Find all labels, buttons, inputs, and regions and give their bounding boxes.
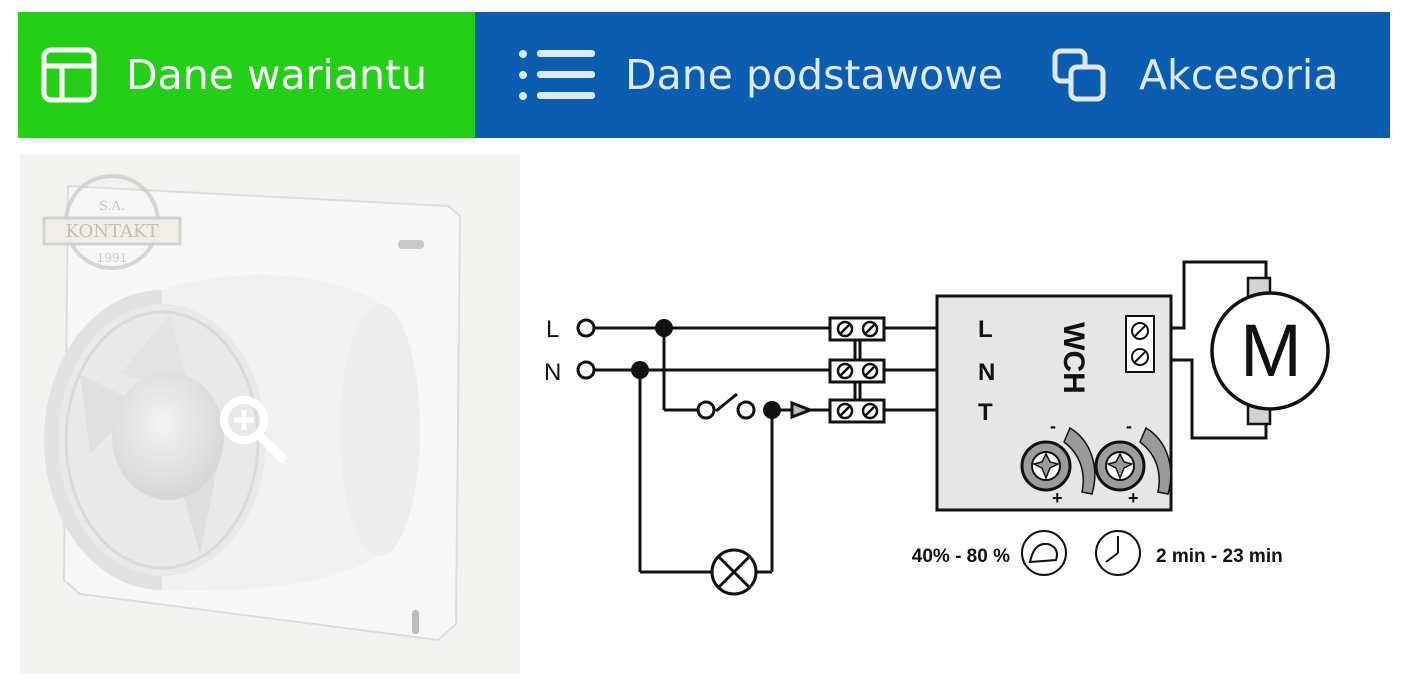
tab-dane-podstawowe[interactable]: Dane podstawowe [475, 12, 1035, 138]
knob1-minus: - [1050, 416, 1056, 436]
tab-label: Dane podstawowe [625, 51, 1004, 99]
tab-akcesoria[interactable]: Akcesoria [1035, 12, 1390, 138]
stamp-line1: S.A. [99, 199, 125, 214]
stamp-line3: 1991 [97, 251, 128, 265]
label-l-input: L [546, 316, 559, 343]
tab-label: Dane wariantu [126, 51, 428, 99]
clock-icon [1095, 530, 1141, 576]
motor-label: M [1240, 309, 1302, 392]
tab-label: Akcesoria [1139, 51, 1339, 99]
module-terminal-n: N [978, 359, 995, 386]
tab-bar: Dane wariantu Dane podstawowe Akcesoria [18, 12, 1390, 138]
motor-symbol [1210, 291, 1330, 411]
wiring-diagram: L N L N T WCH - + - + M 40% - 80 % 2 min… [534, 210, 1394, 630]
list-icon [517, 46, 597, 104]
tab-dane-wariantu[interactable]: Dane wariantu [18, 12, 475, 138]
humidity-symbol-icon [1021, 530, 1067, 576]
copy-icon [1049, 45, 1109, 105]
knob2-minus: - [1126, 416, 1132, 436]
timer-range: 2 min - 23 min [1156, 546, 1283, 567]
kontakt-stamp: S.A. KONTAKT 1991 [42, 172, 190, 272]
humidity-range: 40% - 80 % [912, 546, 1010, 567]
layout-icon [40, 46, 98, 104]
knob1-plus: + [1052, 488, 1063, 508]
knob2-plus: + [1128, 488, 1139, 508]
module-terminal-l: L [978, 316, 993, 343]
module-terminal-t: T [978, 399, 993, 426]
module-name: WCH [1057, 322, 1090, 394]
zoom-in-icon[interactable] [216, 392, 292, 472]
stamp-line2: KONTAKT [66, 221, 159, 242]
knob-humidity [1020, 426, 1096, 495]
knob-timer [1094, 426, 1172, 495]
product-image[interactable]: S.A. KONTAKT 1991 [20, 154, 520, 674]
label-n-input: N [544, 359, 561, 386]
